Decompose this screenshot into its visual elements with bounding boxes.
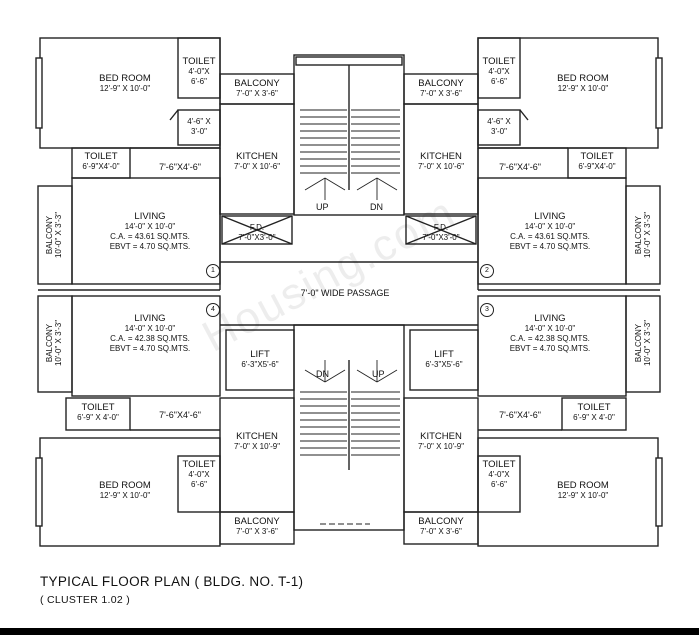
stair-dn-bottom: DN — [316, 369, 329, 379]
stair-up-top: UP — [316, 202, 329, 212]
tl-passage: 7'-6"X4'-6" — [159, 162, 201, 172]
plan-title: TYPICAL FLOOR PLAN ( BLDG. NO. T-1) — [40, 574, 304, 589]
unit-number-4: 4 — [206, 303, 220, 317]
bl-passage: 7'-6"X4'-6" — [159, 410, 201, 420]
tr-fd: F.D.7'-0"X3'-0" — [422, 223, 460, 242]
unit-number-2: 2 — [480, 264, 494, 278]
passage-label: 7'-0" WIDE PASSAGE — [300, 288, 390, 298]
tr-passage: 7'-6"X4'-6" — [499, 162, 541, 172]
unit-number-1: 1 — [206, 264, 220, 278]
stair-dn-top: DN — [370, 202, 383, 212]
tl-fd: F.D.7'-0"X3'-0" — [238, 223, 276, 242]
plan-subtitle: ( CLUSTER 1.02 ) — [40, 594, 130, 606]
stair-up-bottom: UP — [372, 369, 385, 379]
br-passage: 7'-6"X4'-6" — [499, 410, 541, 420]
unit-number-3: 3 — [480, 303, 494, 317]
bottom-border — [0, 628, 699, 635]
